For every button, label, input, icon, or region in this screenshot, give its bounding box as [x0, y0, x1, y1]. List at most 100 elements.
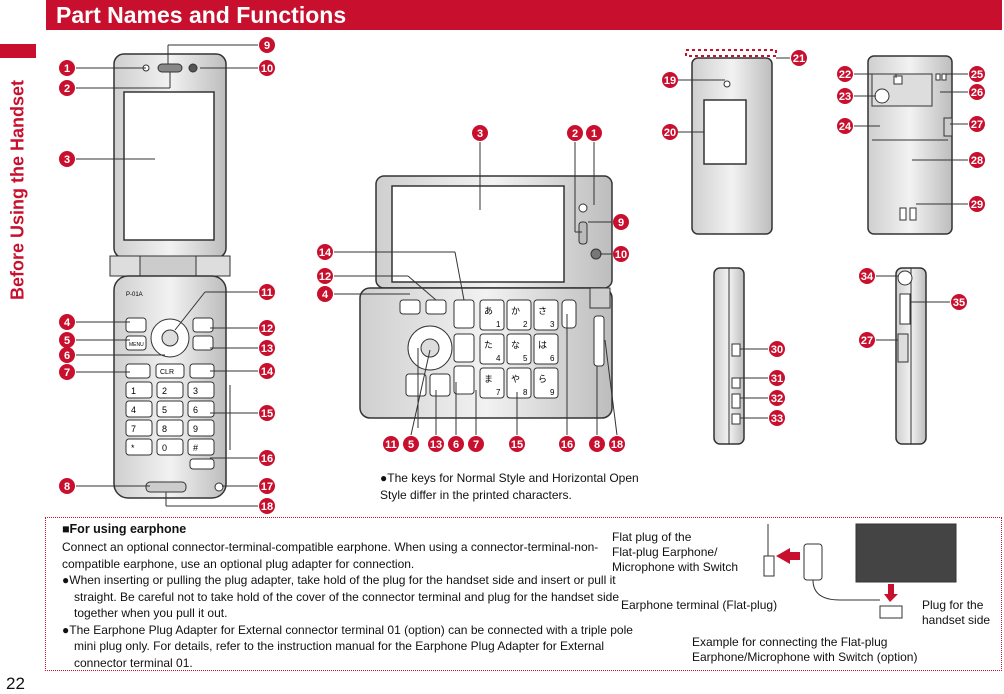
callout-4: 4 — [59, 314, 75, 330]
callout-4b: 4 — [317, 286, 333, 302]
svg-text:5: 5 — [523, 354, 528, 363]
callout-17: 17 — [259, 478, 275, 494]
callout-12: 12 — [259, 320, 275, 336]
svg-text:17: 17 — [261, 481, 273, 493]
callout-16b: 16 — [559, 436, 575, 452]
svg-text:28: 28 — [971, 155, 983, 167]
horizontal-keypad: あ1 か2 さ3 た4 な5 は6 ま7 や8 ら9 — [479, 299, 559, 399]
svg-text:10: 10 — [261, 63, 273, 75]
svg-text:18: 18 — [611, 439, 623, 451]
callout-11b: 11 — [383, 436, 399, 452]
callout-2b: 2 — [567, 125, 583, 141]
earphone-terminal-label: Earphone terminal (Flat-plug) — [621, 598, 778, 612]
flat-plug-label: Flat plug of the Flat-plug Earphone/ Mic… — [612, 530, 739, 574]
svg-text:0: 0 — [162, 443, 167, 453]
svg-text:18: 18 — [261, 501, 273, 513]
svg-text:11: 11 — [261, 287, 273, 299]
svg-text:35: 35 — [953, 297, 965, 309]
callout-27: 27 — [969, 116, 985, 132]
side-tab-marker — [0, 44, 36, 58]
callout-3b: 3 — [472, 125, 488, 141]
svg-text:か: か — [511, 306, 520, 317]
svg-text:2: 2 — [523, 320, 528, 329]
svg-text:13: 13 — [430, 439, 442, 451]
svg-text:9: 9 — [550, 388, 555, 397]
callout-1: 1 — [59, 60, 75, 76]
svg-text:23: 23 — [839, 91, 851, 103]
callout-16: 16 — [259, 450, 275, 466]
svg-text:10: 10 — [615, 249, 627, 261]
front-keypad: 1 2 3 4 5 6 7 8 9 * 0 # — [125, 381, 215, 456]
side-view-left — [713, 267, 745, 445]
svg-text:33: 33 — [771, 413, 783, 425]
callout-2: 2 — [59, 80, 75, 96]
connection-caption: Example for connecting the Flat-plug Ear… — [692, 635, 918, 664]
callout-29: 29 — [969, 196, 985, 212]
svg-text:さ: さ — [538, 306, 547, 317]
callout-7: 7 — [59, 364, 75, 380]
svg-text:24: 24 — [839, 121, 852, 133]
svg-text:11: 11 — [385, 439, 397, 451]
svg-text:8: 8 — [594, 439, 600, 451]
callout-badges: 1 2 3 4 5 6 7 8 9 10 11 12 13 14 15 16 1… — [59, 37, 985, 514]
callout-31: 31 — [769, 370, 785, 386]
earphone-bullet-2: ●The Earphone Plug Adapter for External … — [62, 622, 633, 670]
svg-text:は: は — [538, 340, 547, 351]
sub-display — [703, 99, 747, 165]
svg-text:27: 27 — [971, 119, 983, 131]
svg-text:2: 2 — [572, 128, 578, 140]
callout-18b: 18 — [609, 436, 625, 452]
svg-text:13: 13 — [261, 343, 273, 355]
svg-text:8: 8 — [64, 481, 70, 493]
callout-13: 13 — [259, 340, 275, 356]
svg-text:6: 6 — [453, 439, 459, 451]
svg-text:5: 5 — [64, 335, 70, 347]
callout-28: 28 — [969, 152, 985, 168]
svg-text:22: 22 — [839, 69, 851, 81]
callout-1b: 1 — [586, 125, 602, 141]
svg-text:7: 7 — [473, 439, 479, 451]
handset-plug-label: Plug for the handset side — [922, 598, 991, 627]
main-display — [123, 91, 215, 241]
callout-6: 6 — [59, 347, 75, 363]
callout-35: 35 — [951, 294, 967, 310]
svg-text:8: 8 — [162, 424, 167, 434]
callout-23: 23 — [837, 88, 853, 104]
callout-9b: 9 — [613, 214, 629, 230]
callout-15: 15 — [259, 405, 275, 421]
closed-phone-back — [867, 55, 953, 235]
svg-text:ま: ま — [484, 374, 493, 385]
svg-text:27: 27 — [861, 335, 873, 347]
callout-27b: 27 — [859, 332, 875, 348]
svg-text:5: 5 — [408, 439, 414, 451]
svg-text:34: 34 — [861, 271, 874, 283]
callout-19: 19 — [662, 72, 678, 88]
svg-text:16: 16 — [561, 439, 573, 451]
callout-9: 9 — [259, 37, 275, 53]
callout-3: 3 — [59, 151, 75, 167]
svg-text:9: 9 — [193, 424, 198, 434]
side-view-right — [895, 267, 927, 445]
callout-34: 34 — [859, 268, 875, 284]
svg-text:6: 6 — [550, 354, 555, 363]
callout-13b: 13 — [428, 436, 444, 452]
svg-text:15: 15 — [261, 408, 273, 420]
callout-24: 24 — [837, 118, 853, 134]
earphone-box-title: ■For using earphone — [62, 522, 187, 536]
callout-22: 22 — [837, 66, 853, 82]
svg-text:26: 26 — [971, 87, 983, 99]
svg-text:5: 5 — [162, 405, 167, 415]
svg-text:3: 3 — [550, 320, 555, 329]
svg-text:7: 7 — [64, 367, 70, 379]
menu-key-label: MENU — [129, 342, 144, 348]
callout-26: 26 — [969, 84, 985, 100]
earphone-info-box — [45, 517, 1002, 671]
callout-5: 5 — [59, 332, 75, 348]
svg-text:14: 14 — [261, 366, 274, 378]
svg-text:25: 25 — [971, 69, 983, 81]
callout-5b: 5 — [403, 436, 419, 452]
svg-text:1: 1 — [591, 128, 597, 140]
svg-text:3: 3 — [477, 128, 483, 140]
callout-18: 18 — [259, 498, 275, 514]
svg-text:や: や — [511, 374, 520, 385]
